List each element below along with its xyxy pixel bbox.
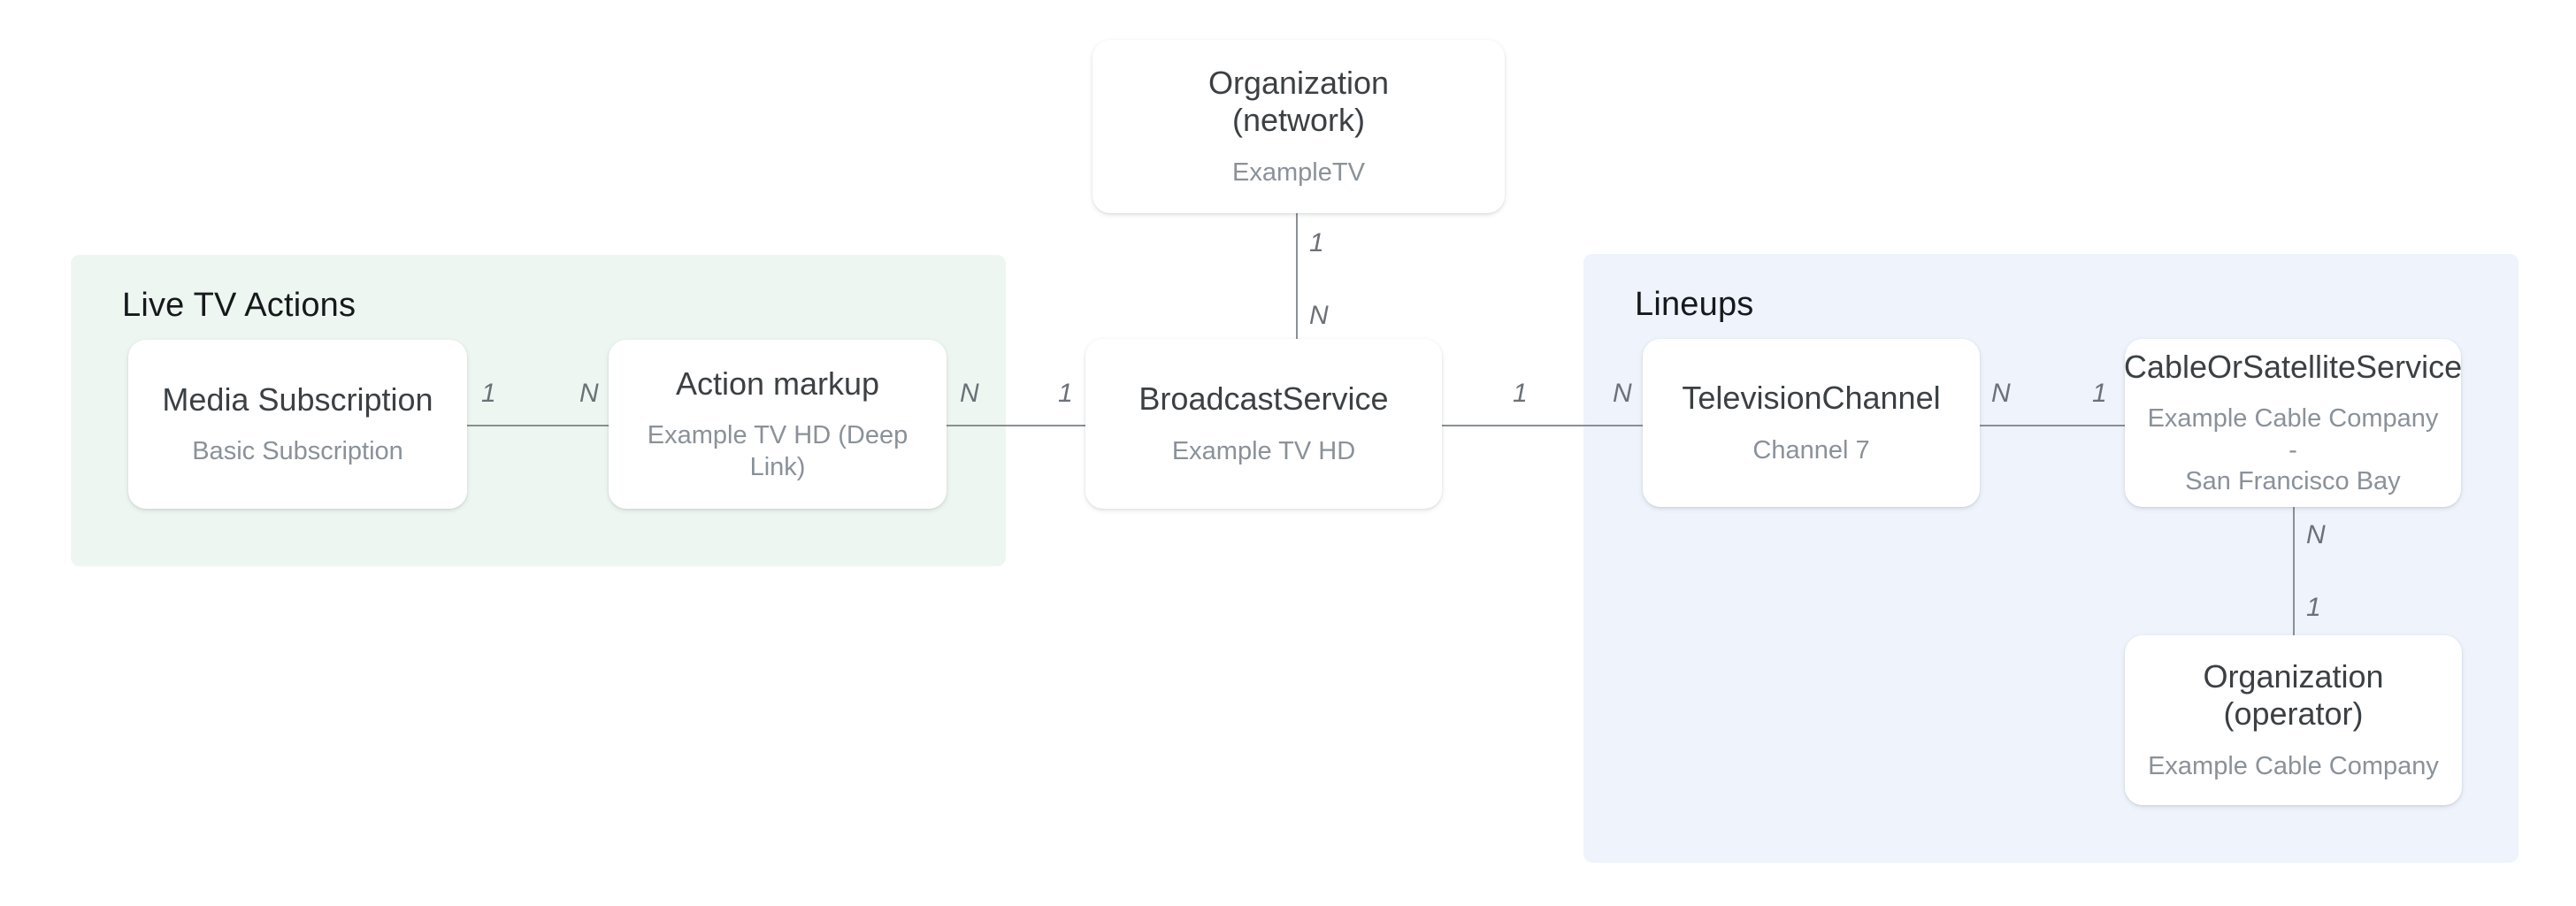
edge-cardinality-label: N [2306,520,2326,549]
edge-cardinality-label: N [1613,379,1632,408]
node-title: Media Subscription [162,380,433,418]
edge-cardinality-label: N [1309,301,1329,330]
edge-cardinality-label: 1 [1058,379,1073,408]
node-subtitle: Example Cable Company [2148,751,2439,780]
node-title: Organization (operator) [2203,657,2384,733]
node-title: BroadcastService [1138,380,1389,418]
edge-cardinality-label: 1 [2092,379,2107,408]
edge-line-edge-action-to-broadcast [947,425,1085,426]
edge-cardinality-label: 1 [1309,228,1324,257]
node-subtitle: Channel 7 [1752,435,1870,465]
node-organization-network[interactable]: Organization (network) ExampleTV [1092,40,1505,213]
edge-line-edge-media-subscription-to-action [467,425,609,426]
node-subtitle: Basic Subscription [192,437,403,466]
node-title: Action markup [675,365,880,402]
group-title-lineups: Lineups [1635,286,1754,323]
node-subtitle: Example Cable Company - San Francisco Ba… [2147,404,2439,495]
edge-line-edge-cable-to-organization-operator [2293,507,2295,635]
node-organization-operator[interactable]: Organization (operator) Example Cable Com… [2125,635,2462,805]
edge-cardinality-label: N [960,379,979,408]
edge-line-edge-television-channel-to-cable [1980,425,2125,426]
edge-cardinality-label: 1 [1513,379,1528,408]
group-title-live-tv-actions: Live TV Actions [122,287,356,324]
node-title: CableOrSatelliteService [2123,348,2463,385]
node-subtitle: ExampleTV [1232,157,1365,187]
edge-cardinality-label: 1 [2306,593,2321,622]
edge-line-edge-broadcast-to-television-channel [1442,425,1643,426]
node-subtitle: Example TV HD [1171,436,1356,465]
node-title: TelevisionChannel [1682,380,1941,417]
edge-line-edge-org-network-to-broadcast [1296,213,1298,339]
node-subtitle: Example TV HD (Deep Link) [647,421,908,481]
node-title: Organization (network) [1208,64,1390,139]
edge-cardinality-label: N [1991,379,2011,408]
edge-cardinality-label: N [579,379,599,408]
edge-cardinality-label: 1 [481,379,496,408]
